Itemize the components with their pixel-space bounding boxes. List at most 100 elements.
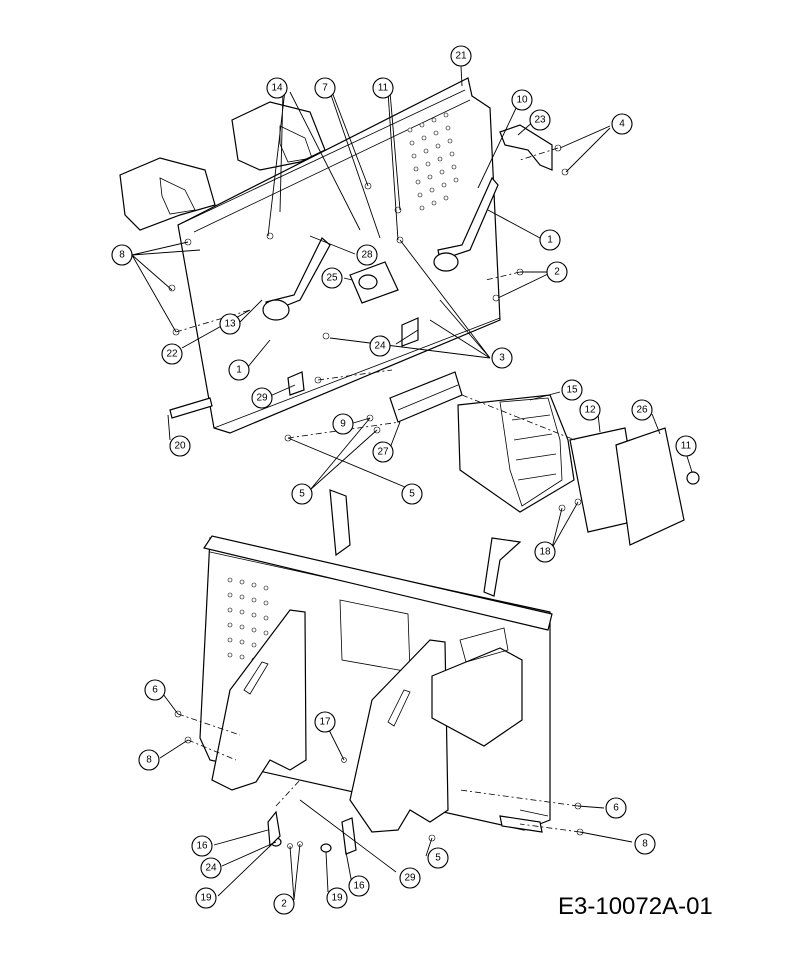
callout-29: 29	[251, 387, 273, 409]
callout-1: 1	[539, 229, 561, 251]
callout-8-c: 8	[634, 833, 656, 855]
svg-text:11: 11	[378, 83, 389, 94]
svg-text:18: 18	[539, 547, 551, 558]
panel-26	[615, 427, 685, 546]
callout-6-b: 6	[605, 797, 627, 819]
callout-8: 8	[111, 244, 133, 266]
callout-15: 15	[561, 379, 583, 401]
callout-5-c: 5	[427, 847, 449, 869]
callout-21: 21	[450, 45, 472, 67]
cover-box-27	[389, 371, 463, 423]
callout-16-b: 16	[348, 875, 370, 897]
svg-text:13: 13	[224, 319, 236, 330]
svg-text:9: 9	[340, 419, 346, 430]
svg-text:1: 1	[236, 365, 242, 376]
callout-4: 4	[611, 113, 633, 135]
svg-text:29: 29	[256, 393, 268, 404]
callout-26: 26	[631, 399, 653, 421]
callout-19-a: 19	[195, 887, 217, 909]
callout-5-b: 5	[401, 483, 423, 505]
svg-text:24: 24	[205, 863, 217, 874]
perforation-grid-upper	[407, 112, 459, 211]
svg-text:21: 21	[455, 51, 467, 62]
svg-text:6: 6	[152, 685, 158, 696]
svg-text:10: 10	[516, 95, 528, 106]
callout-29-b: 29	[399, 867, 421, 889]
callout-24: 24	[369, 335, 391, 357]
callout-28: 28	[356, 244, 378, 266]
svg-text:2: 2	[554, 267, 560, 278]
svg-text:8: 8	[642, 839, 648, 850]
svg-text:20: 20	[174, 441, 186, 452]
callout-11: 11	[372, 77, 394, 99]
callouts: 21 14 7 11 10 23 4 1 2 8 28 25 13 22 24 …	[111, 45, 697, 915]
callout-25: 25	[321, 267, 343, 289]
callout-11-b: 11	[675, 435, 697, 457]
callout-13: 13	[219, 313, 241, 335]
svg-text:8: 8	[119, 250, 125, 261]
svg-text:16: 16	[353, 881, 365, 892]
svg-text:27: 27	[377, 447, 389, 458]
steering-lever-right	[437, 176, 499, 261]
callout-5-a: 5	[291, 483, 313, 505]
callout-12: 12	[579, 399, 601, 421]
svg-text:11: 11	[681, 441, 692, 452]
svg-text:19: 19	[200, 893, 212, 904]
callout-8-b: 8	[138, 749, 160, 771]
svg-text:15: 15	[566, 385, 578, 396]
lower-battery-box	[431, 647, 523, 747]
callout-1-lower: 1	[228, 359, 250, 381]
svg-text:1: 1	[547, 235, 553, 246]
drawing-code: E3-10072A-01	[558, 893, 713, 920]
callout-27: 27	[372, 441, 394, 463]
svg-text:23: 23	[534, 115, 546, 126]
svg-text:4: 4	[619, 119, 625, 130]
callout-2: 2	[546, 261, 568, 283]
callout-17: 17	[314, 711, 336, 733]
callout-6-a: 6	[144, 679, 166, 701]
svg-text:5: 5	[409, 489, 415, 500]
svg-text:26: 26	[636, 405, 648, 416]
callout-18: 18	[534, 541, 556, 563]
callout-22: 22	[161, 343, 183, 365]
left-upright-plate	[211, 609, 307, 791]
svg-text:29: 29	[404, 873, 416, 884]
callout-3: 3	[491, 347, 513, 369]
svg-text:5: 5	[435, 853, 441, 864]
right-upright-plate	[349, 639, 449, 833]
svg-text:19: 19	[331, 893, 343, 904]
callout-19-b: 19	[326, 887, 348, 909]
seat-bracket-left	[119, 157, 216, 231]
svg-text:24: 24	[374, 341, 386, 352]
svg-text:25: 25	[326, 273, 338, 284]
callout-14: 14	[266, 77, 288, 99]
lower-assembly	[174, 489, 584, 855]
svg-text:12: 12	[584, 405, 596, 416]
callout-9: 9	[332, 413, 354, 435]
callout-24-b: 24	[200, 857, 222, 879]
bracket-23	[499, 124, 553, 171]
callout-2-b: 2	[273, 893, 295, 915]
lower-top-rail	[203, 535, 553, 631]
callout-23: 23	[529, 109, 551, 131]
svg-text:3: 3	[499, 353, 505, 364]
callout-7: 7	[314, 77, 336, 99]
svg-text:22: 22	[166, 349, 178, 360]
svg-text:16: 16	[196, 841, 208, 852]
svg-text:7: 7	[322, 83, 328, 94]
seat-bracket-center	[231, 101, 326, 171]
svg-text:6: 6	[613, 803, 619, 814]
svg-text:8: 8	[146, 755, 152, 766]
svg-text:14: 14	[271, 83, 283, 94]
callout-16-a: 16	[191, 835, 213, 857]
battery-box	[457, 394, 575, 513]
upper-assembly	[119, 77, 700, 546]
callout-20: 20	[169, 435, 191, 457]
svg-text:28: 28	[361, 250, 373, 261]
lever-handle	[169, 397, 213, 419]
svg-text:17: 17	[319, 717, 331, 728]
callout-10: 10	[511, 89, 533, 111]
svg-text:2: 2	[281, 899, 287, 910]
steering-lever-left	[265, 237, 331, 313]
